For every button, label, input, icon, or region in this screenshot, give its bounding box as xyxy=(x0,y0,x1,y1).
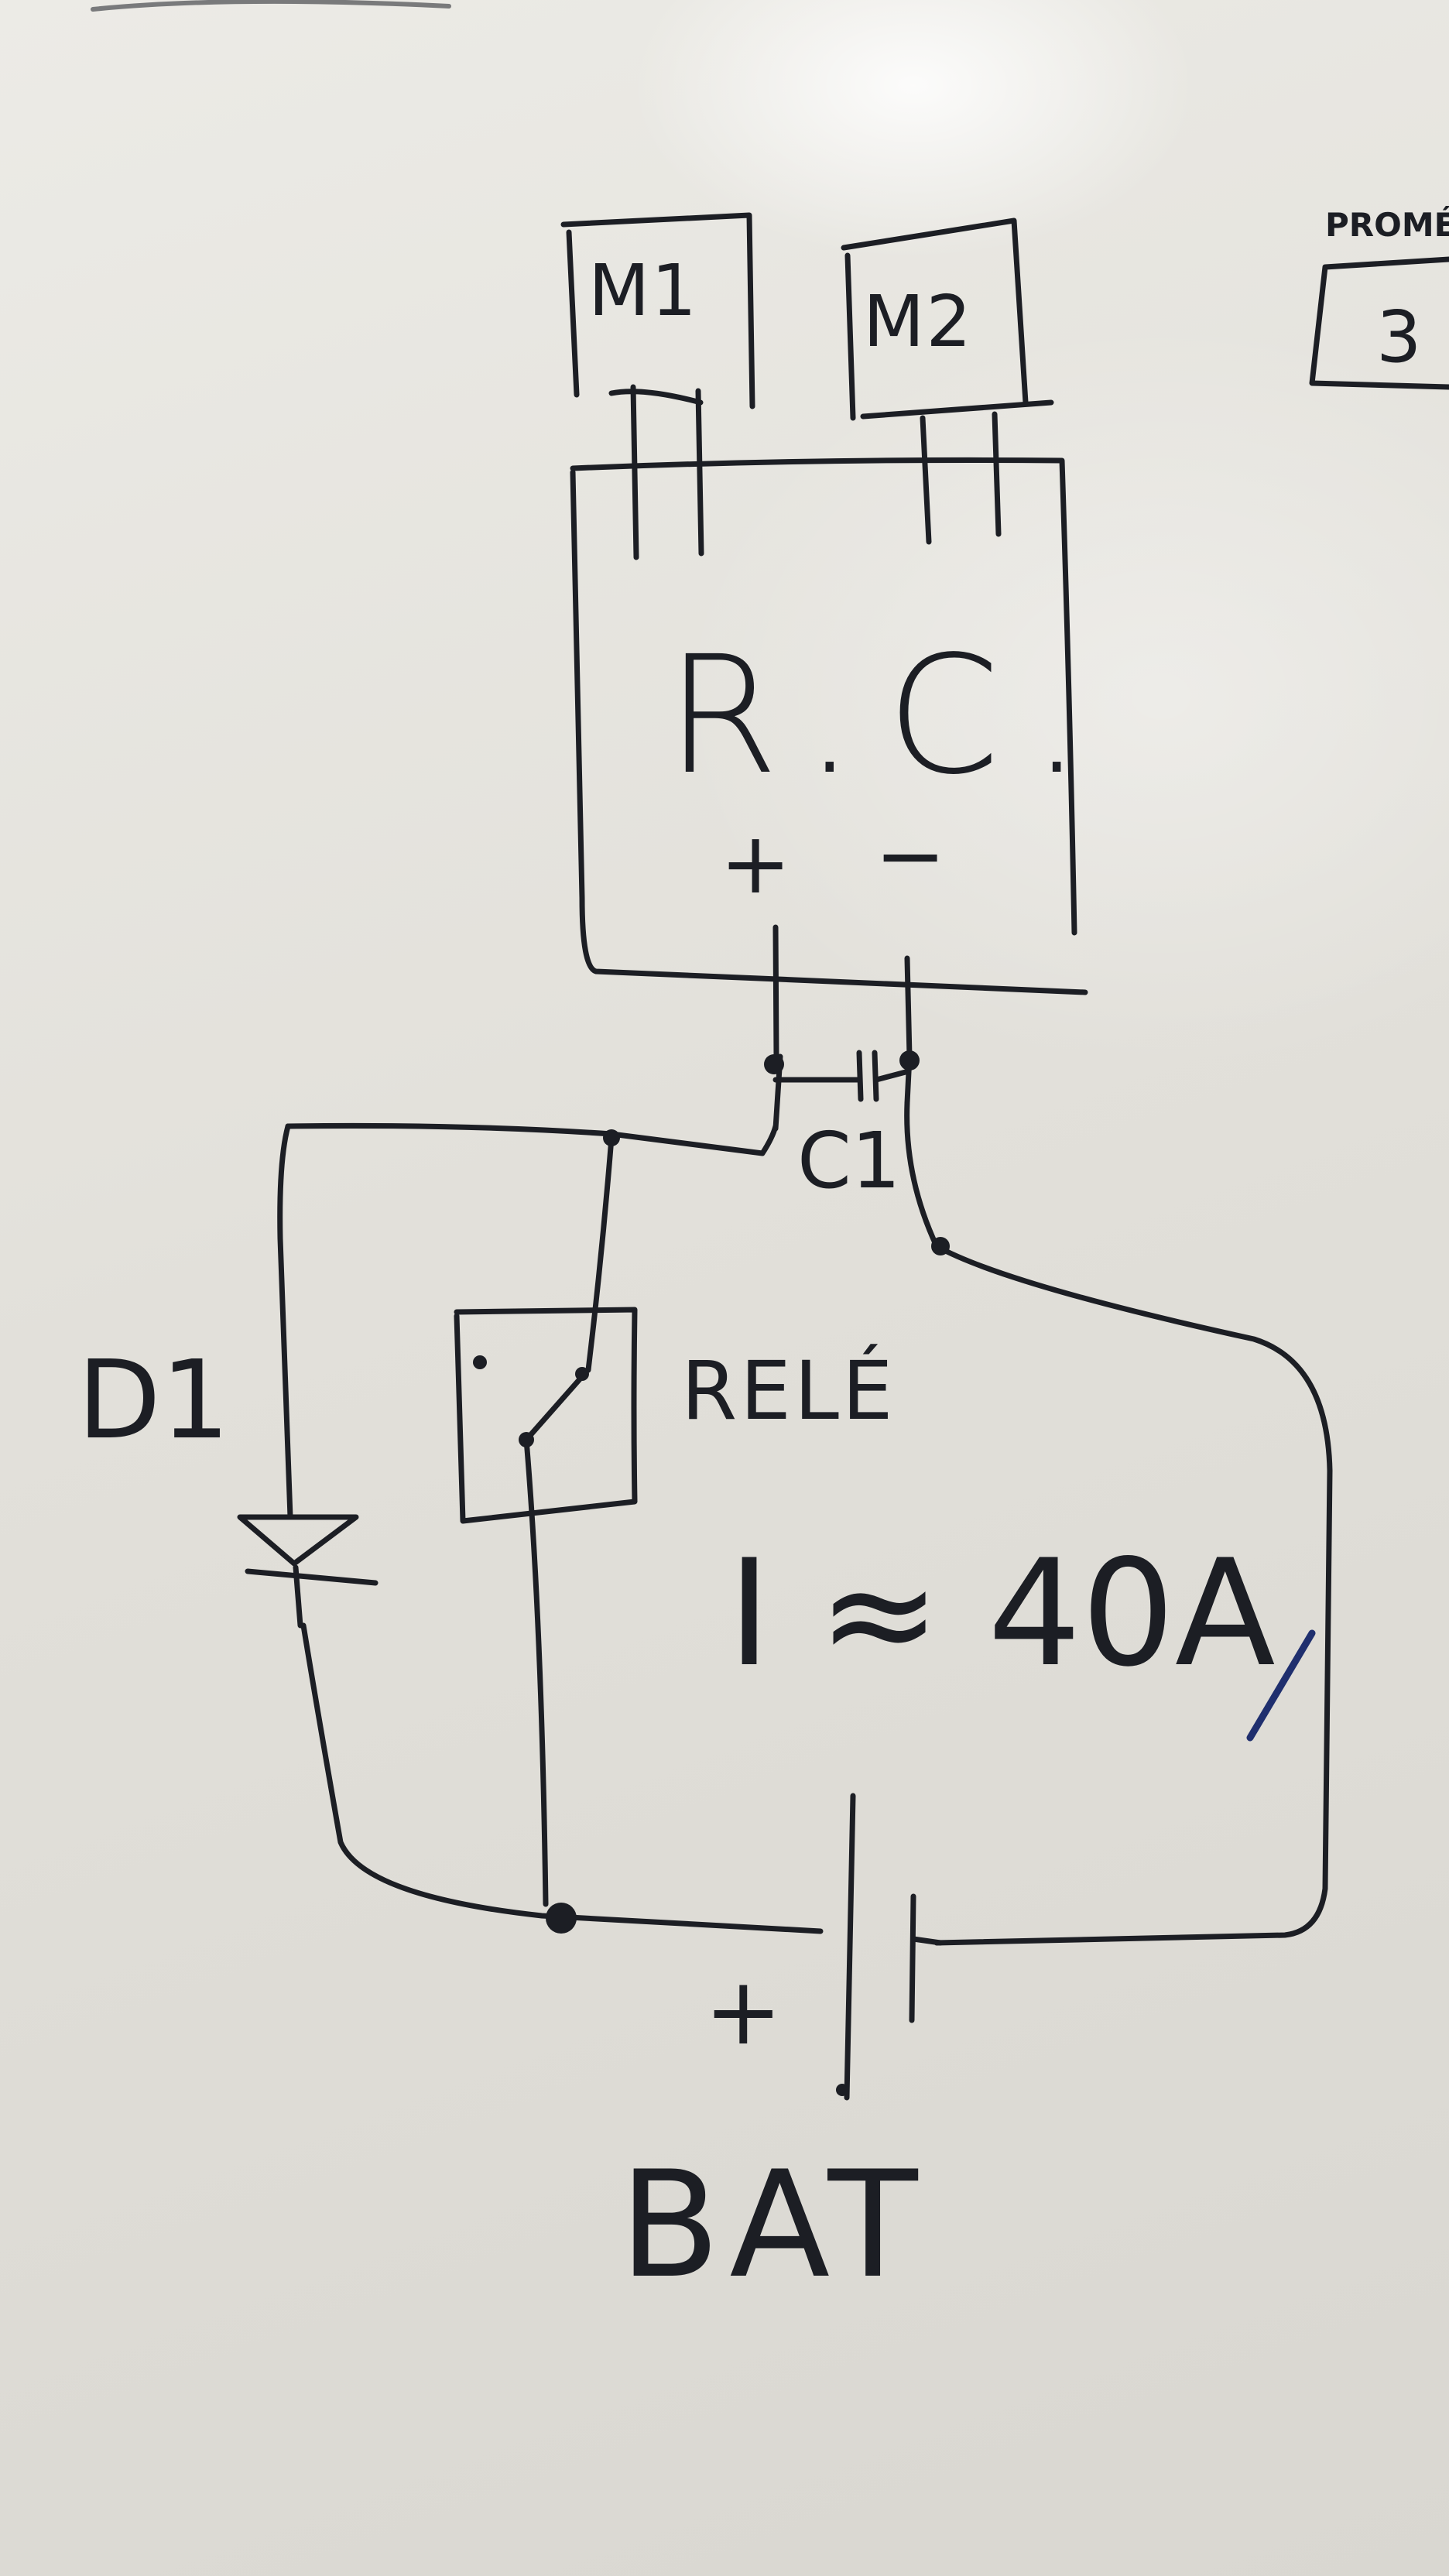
battery xyxy=(836,1793,944,2101)
corner-number: 3 xyxy=(1376,296,1422,379)
diode-wire-bottom xyxy=(300,1622,824,1934)
current-label: I ≈ 40A xyxy=(728,1528,1276,1699)
rc-lead-positive xyxy=(772,924,783,1132)
battery-junction-dot xyxy=(546,1903,577,1934)
motor-m2 xyxy=(841,218,1054,545)
motor-m1 xyxy=(560,212,755,560)
relay xyxy=(454,1135,638,1524)
corner-heading: PROMÉ xyxy=(1325,206,1449,244)
diode-d1-label: D1 xyxy=(77,1338,230,1464)
relay-wire-down xyxy=(523,1437,549,1907)
negative-junction-dot xyxy=(931,1237,950,1255)
capacitor-c1-label: C1 xyxy=(797,1115,901,1206)
rc-negative-label: − xyxy=(875,806,947,905)
capacitor-c1 xyxy=(764,1050,920,1102)
corner-box xyxy=(1309,256,1449,390)
negative-wire xyxy=(904,1100,1333,1946)
rc-label: R.C. xyxy=(666,621,1114,810)
top-wire xyxy=(285,1122,779,1156)
battery-label: BAT xyxy=(619,2139,927,2311)
blue-marker-stroke xyxy=(1246,1629,1316,1742)
rc-lead-negative xyxy=(904,955,913,1106)
diode-wire-top xyxy=(277,1123,293,1520)
top-scribble xyxy=(91,0,451,12)
rc-positive-label: + xyxy=(720,814,792,913)
relay-label: RELÉ xyxy=(681,1344,896,1438)
motor-m1-label: M1 xyxy=(588,249,698,332)
battery-positive-label: + xyxy=(704,1958,783,2066)
motor-m2-label: M2 xyxy=(863,280,973,363)
diode-d1 xyxy=(237,1514,379,1629)
rc-box xyxy=(570,457,1088,995)
